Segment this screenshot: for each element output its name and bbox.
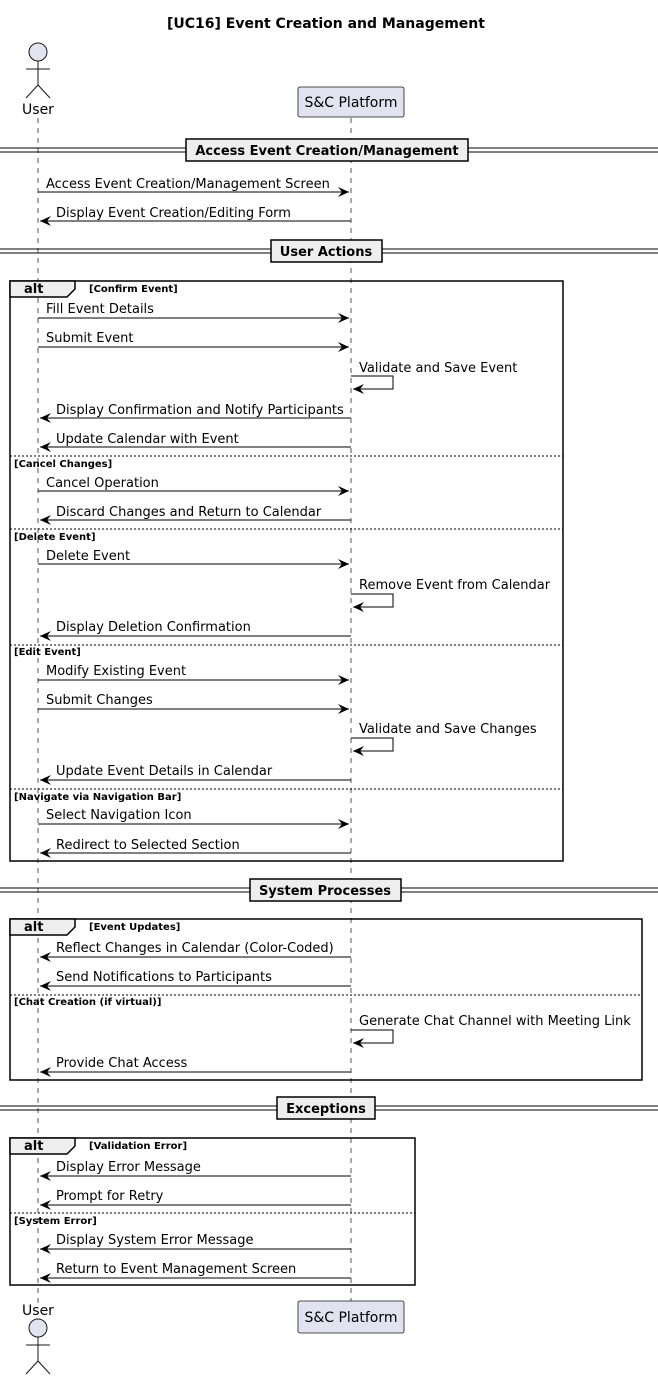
message-label: Access Event Creation/Management Screen [46,177,330,192]
alt-frame-system: alt [Event Updates] [Chat Creation (if v… [9,918,643,1081]
message-label: Display Confirmation and Notify Particip… [56,403,344,418]
message-label: Discard Changes and Return to Calendar [56,505,322,520]
alt-keyword: alt [24,282,43,297]
message-label: Display Deletion Confirmation [56,620,251,635]
platform-label-top: S&C Platform [304,95,397,111]
message-label: Submit Event [46,331,134,346]
divider-system-processes: System Processes [0,878,658,902]
message-label: Delete Event [46,549,130,564]
self-message-arrow [351,375,394,394]
diagram-title: [UC16] Event Creation and Management [167,16,485,32]
message-label: Provide Chat Access [56,1056,188,1071]
message-label: Submit Changes [46,693,153,708]
divider-user-actions-label: User Actions [280,245,373,260]
guard-label: [Edit Event] [14,647,81,658]
guard-label: [Navigate via Navigation Bar] [14,792,181,803]
alt-frame-user-actions: alt [Confirm Event] [Cancel Changes] [De… [9,280,564,862]
message-label: Fill Event Details [46,302,154,317]
message-label: Display System Error Message [56,1233,253,1248]
guard-label: [System Error] [14,1216,97,1227]
actor-head-icon [28,1318,48,1338]
divider-exceptions: Exceptions [0,1096,658,1120]
divider-exceptions-label: Exceptions [286,1102,366,1117]
self-message-arrow [351,737,394,756]
platform-participant-top: S&C Platform [297,86,405,118]
message-label: Update Event Details in Calendar [56,764,273,779]
actor-head-icon [28,42,48,62]
divider-user-actions: User Actions [0,239,658,263]
message-label: Modify Existing Event [46,664,186,679]
divider-access-label: Access Event Creation/Management [195,144,458,159]
message-label: Send Notifications to Participants [56,970,272,985]
user-actor-bottom: User [22,1303,54,1375]
user-label-bottom: User [22,1303,54,1319]
message-label: Validate and Save Changes [359,722,537,737]
message-label: Reflect Changes in Calendar (Color-Coded… [56,941,334,956]
alt-frame-exceptions: alt [Validation Error] [System Error] [9,1137,416,1286]
guard-label: [Chat Creation (if virtual)] [14,997,161,1008]
divider-access: Access Event Creation/Management [0,138,658,162]
self-message-arrow [351,593,394,612]
user-actor-top: User [22,42,54,118]
guard-label: [Delete Event] [14,532,96,543]
divider-system-label: System Processes [259,884,391,899]
guard-label: [Cancel Changes] [14,459,112,470]
message-label: Validate and Save Event [359,361,517,376]
platform-participant-bottom: S&C Platform [297,1300,405,1334]
alt-keyword: alt [24,920,43,935]
guard-label: [Confirm Event] [89,284,178,295]
alt-keyword: alt [24,1139,43,1154]
guard-label: [Validation Error] [89,1141,187,1152]
message-label: Display Event Creation/Editing Form [56,206,291,221]
message-label: Redirect to Selected Section [56,838,240,853]
user-label-top: User [22,102,54,118]
message-label: Select Navigation Icon [46,808,192,823]
guard-label: [Event Updates] [89,922,180,933]
self-message-arrow [351,1029,394,1048]
message-label: Cancel Operation [46,476,159,491]
message-label: Generate Chat Channel with Meeting Link [359,1014,631,1029]
message-label: Remove Event from Calendar [359,578,551,593]
message-label: Return to Event Management Screen [56,1262,296,1277]
platform-label-bottom: S&C Platform [304,1310,397,1326]
message-label: Display Error Message [56,1160,201,1175]
message-label: Prompt for Retry [56,1189,164,1204]
message-label: Update Calendar with Event [56,432,239,447]
